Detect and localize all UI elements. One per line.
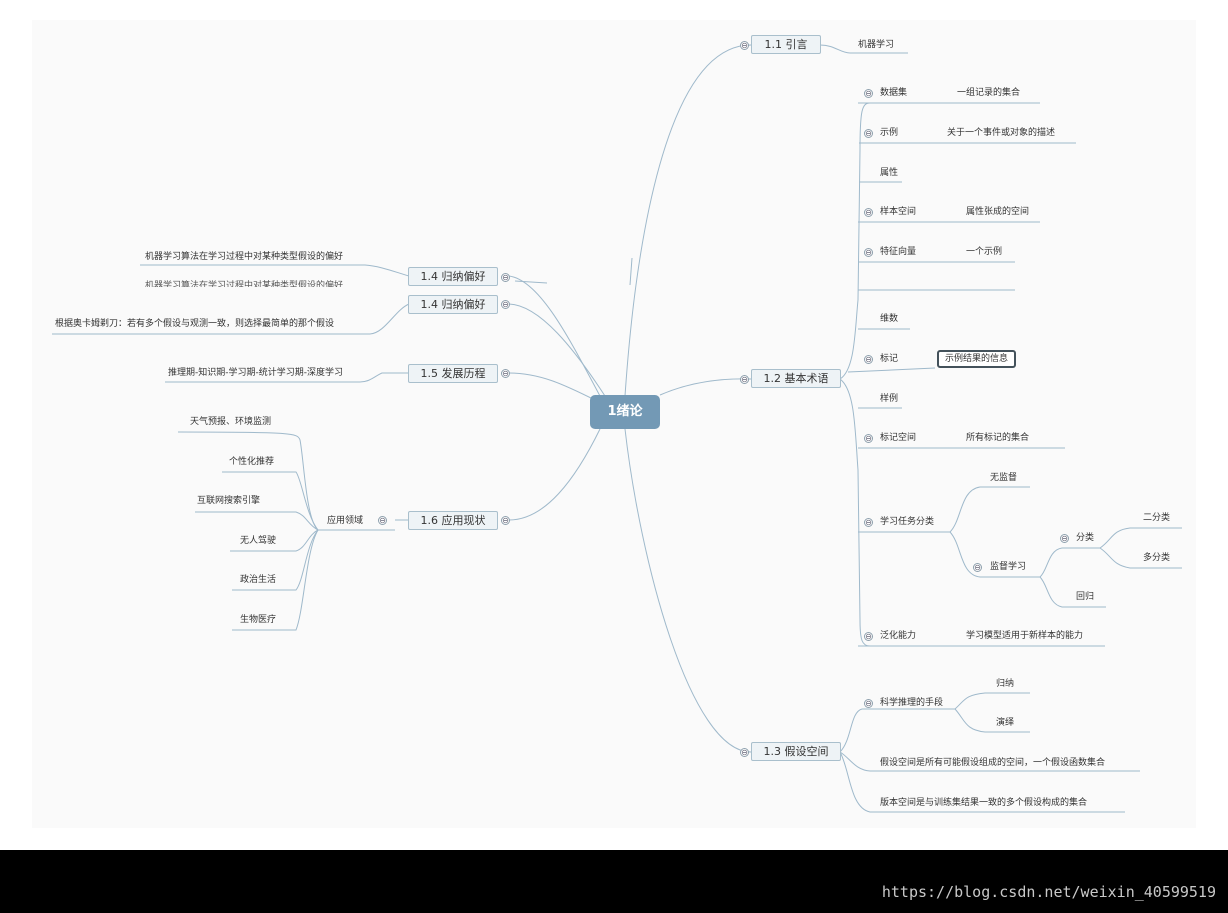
collapse-toggle-label-space[interactable]: ⊖ [864, 434, 873, 443]
collapse-toggle-1-1[interactable]: ⊖ [740, 41, 749, 50]
topic-label-space[interactable]: 标记空间 [880, 433, 917, 443]
watermark-url: https://blog.csdn.net/weixin_40599519 [881, 883, 1216, 901]
collapse-toggle-supervised[interactable]: ⊖ [973, 563, 982, 572]
topic-instance[interactable]: 示例 [880, 128, 899, 138]
collapse-toggle-1-5[interactable]: ⊖ [501, 369, 510, 378]
topic-app-item[interactable]: 个性化推荐 [229, 457, 275, 467]
collapse-toggle-feature-vector[interactable]: ⊖ [864, 248, 873, 257]
topic-application-fields[interactable]: 应用领域 [327, 516, 364, 526]
topic-version-space[interactable]: 版本空间是与训练集结果一致的多个假设构成的集合 [880, 798, 1088, 808]
topic-unsupervised[interactable]: 无监督 [990, 473, 1018, 483]
topic-regression[interactable]: 回归 [1076, 592, 1095, 602]
topic-app-item[interactable]: 政治生活 [240, 575, 277, 585]
footer-bar [0, 850, 1228, 913]
topic-app-item[interactable]: 天气预报、环境监测 [190, 417, 272, 427]
topic-deduction[interactable]: 演绎 [996, 718, 1015, 728]
collapse-toggle-sample-space[interactable]: ⊖ [864, 208, 873, 217]
connector-lines [52, 44, 1182, 813]
branch-1-1-node[interactable]: 1.1 引言 [751, 35, 821, 54]
topic-sample-space-desc[interactable]: 属性张成的空间 [966, 207, 1030, 217]
topic-multiclass[interactable]: 多分类 [1143, 553, 1171, 563]
topic-occam-razor[interactable]: 根据奥卡姆剃刀：若有多个假设与观测一致，则选择最简单的那个假设 [55, 319, 335, 329]
topic-dimension[interactable]: 维数 [880, 314, 899, 324]
topic-induction[interactable]: 归纳 [996, 679, 1015, 689]
branch-1-4-node-b[interactable]: 1.4 归纳偏好 [408, 295, 498, 314]
collapse-toggle-1-6[interactable]: ⊖ [501, 516, 510, 525]
topic-instance-desc[interactable]: 关于一个事件或对象的描述 [947, 128, 1056, 138]
branch-1-3-node[interactable]: 1.3 假设空间 [751, 742, 841, 761]
collapse-toggle-1-4-b[interactable]: ⊖ [501, 300, 510, 309]
topic-app-item[interactable]: 生物医疗 [240, 615, 277, 625]
mindmap-canvas: 1绪论 ⊖ 1.1 引言 机器学习 ⊖ 1.2 基本术语 ⊖ 数据集 一组记录的… [0, 0, 1228, 850]
topic-label[interactable]: 标记 [880, 354, 899, 364]
topic-generalization[interactable]: 泛化能力 [880, 631, 917, 641]
topic-app-item[interactable]: 互联网搜索引擎 [197, 496, 261, 506]
topic-hypothesis-space[interactable]: 假设空间是所有可能假设组成的空间，一个假设函数集合 [880, 758, 1106, 768]
collapse-toggle-dataset[interactable]: ⊖ [864, 89, 873, 98]
collapse-toggle-1-4-a[interactable]: ⊖ [501, 273, 510, 282]
topic-reasoning[interactable]: 科学推理的手段 [880, 698, 944, 708]
branch-1-4-node-a[interactable]: 1.4 归纳偏好 [408, 267, 498, 286]
collapse-toggle-label[interactable]: ⊖ [864, 355, 873, 364]
topic-binary[interactable]: 二分类 [1143, 513, 1171, 523]
collapse-toggle-1-2[interactable]: ⊖ [740, 375, 749, 384]
collapse-toggle-reasoning[interactable]: ⊖ [864, 699, 873, 708]
topic-attribute[interactable]: 属性 [880, 168, 899, 178]
topic-label-desc-selected[interactable]: 示例结果的信息 [937, 350, 1017, 368]
collapse-toggle-task[interactable]: ⊖ [864, 518, 873, 527]
branch-1-5-node[interactable]: 1.5 发展历程 [408, 364, 498, 383]
branch-1-2-node[interactable]: 1.2 基本术语 [751, 369, 841, 388]
topic-label-space-desc[interactable]: 所有标记的集合 [966, 433, 1030, 443]
topic-history[interactable]: 推理期-知识期-学习期-统计学习期-深度学习 [168, 368, 343, 378]
root-topic[interactable]: 1绪论 [590, 395, 660, 429]
branch-1-6-node[interactable]: 1.6 应用现状 [408, 511, 498, 530]
topic-machine-learning[interactable]: 机器学习 [858, 40, 895, 50]
topic-feature-vector-desc[interactable]: 一个示例 [966, 247, 1003, 257]
topic-classification[interactable]: 分类 [1076, 533, 1095, 543]
topic-inductive-bias-desc[interactable]: 机器学习算法在学习过程中对某种类型假设的偏好 [145, 252, 344, 262]
topic-inductive-bias-ghost: 机器学习算法在学习过程中对某种类型假设的偏好 [145, 281, 344, 287]
collapse-toggle-application-fields[interactable]: ⊖ [378, 516, 387, 525]
topic-learning-task[interactable]: 学习任务分类 [880, 517, 935, 527]
topic-feature-vector[interactable]: 特征向量 [880, 247, 917, 257]
topic-dataset[interactable]: 数据集 [880, 88, 908, 98]
collapse-toggle-classification[interactable]: ⊖ [1060, 534, 1069, 543]
topic-example[interactable]: 样例 [880, 394, 899, 404]
collapse-toggle-1-3[interactable]: ⊖ [740, 748, 749, 757]
topic-sample-space[interactable]: 样本空间 [880, 207, 917, 217]
collapse-toggle-generalization[interactable]: ⊖ [864, 632, 873, 641]
topic-app-item[interactable]: 无人驾驶 [240, 536, 277, 546]
topic-generalization-desc[interactable]: 学习模型适用于新样本的能力 [966, 631, 1084, 641]
topic-dataset-desc[interactable]: 一组记录的集合 [957, 88, 1021, 98]
collapse-toggle-instance[interactable]: ⊖ [864, 129, 873, 138]
topic-supervised[interactable]: 监督学习 [990, 562, 1027, 572]
